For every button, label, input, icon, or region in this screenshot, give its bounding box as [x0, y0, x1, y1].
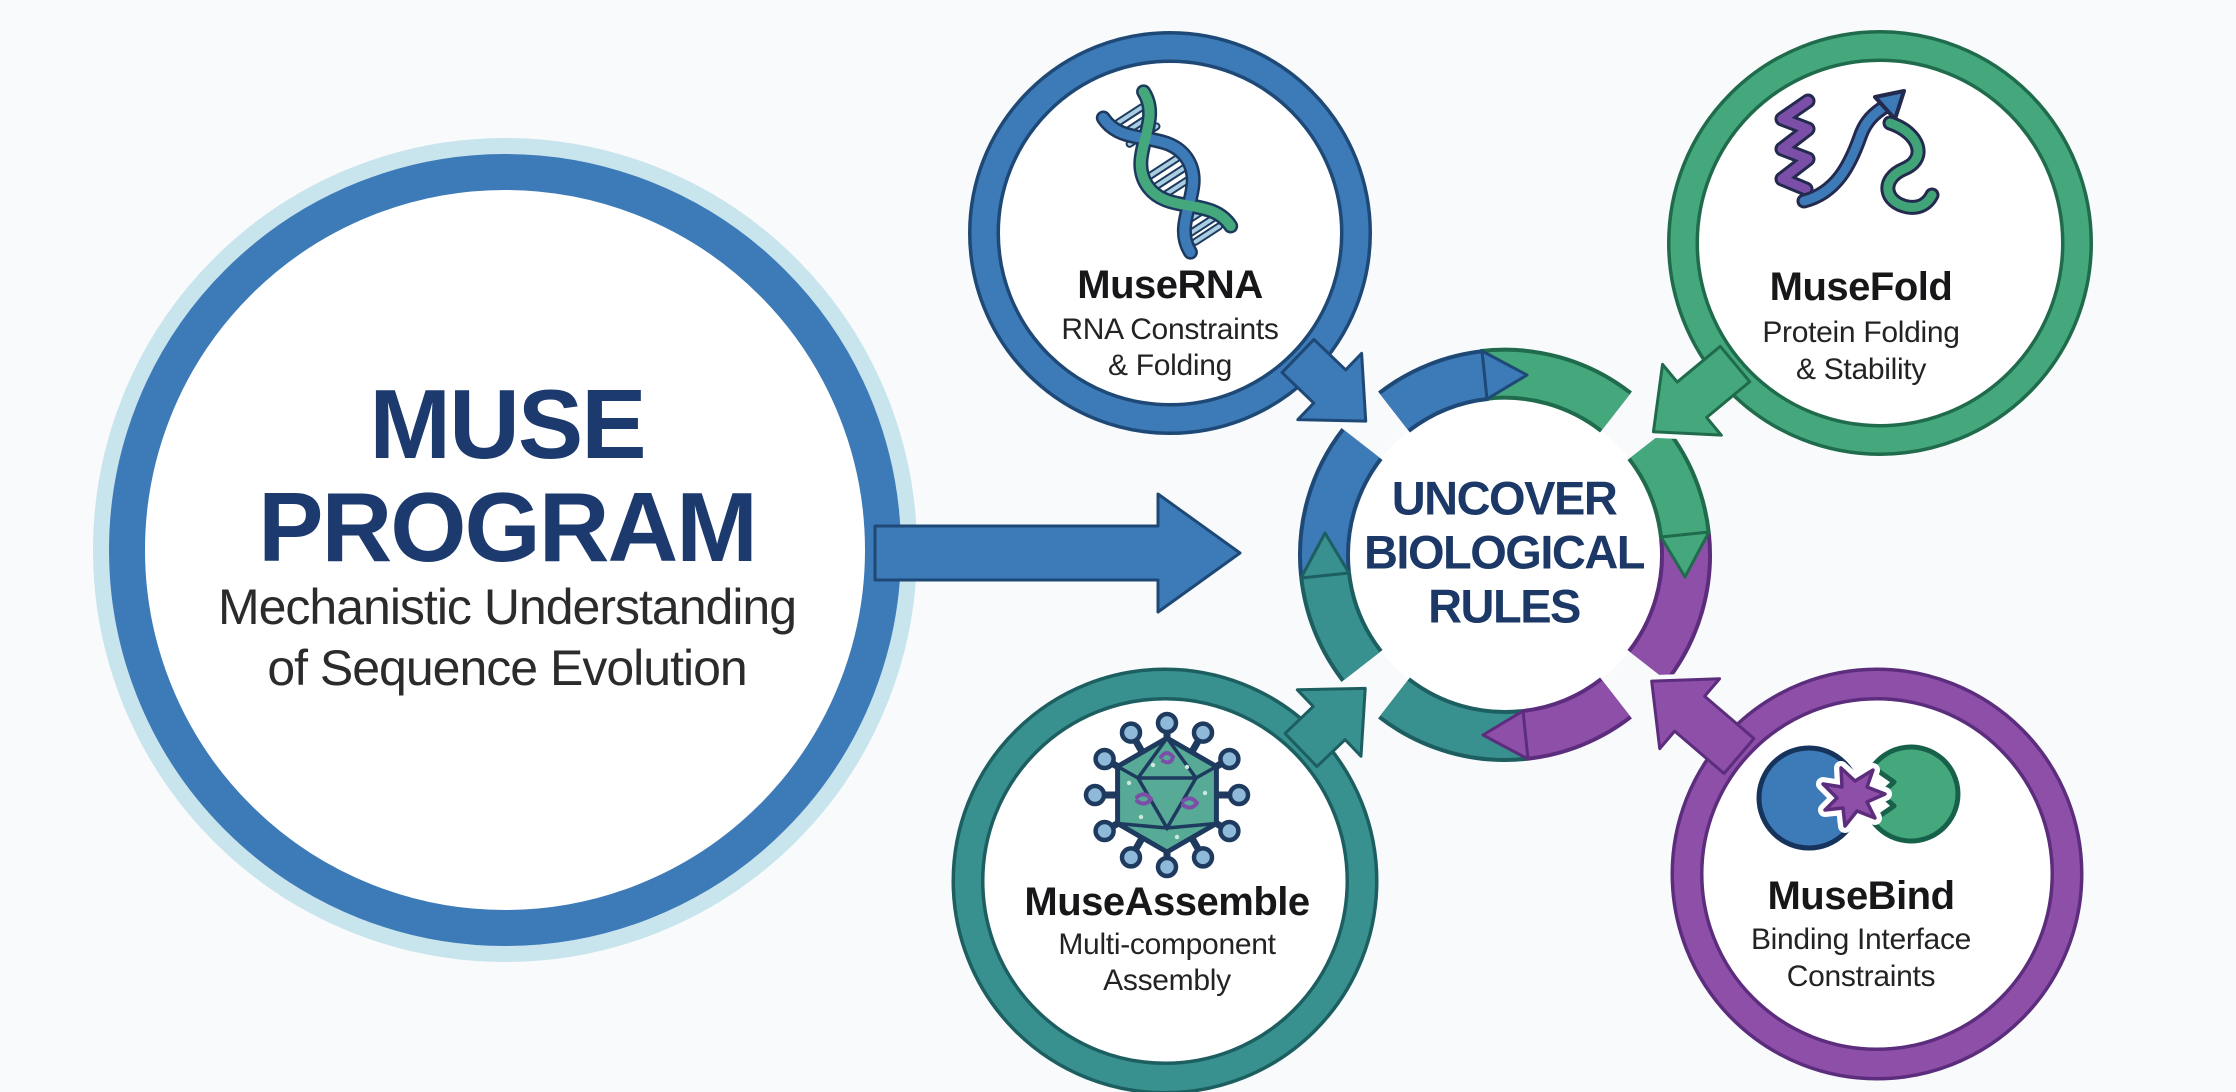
hub-title-line1: MUSE [369, 369, 646, 479]
ligand-shape [1821, 766, 1887, 828]
cycle-chevron-teal-to-blue [1299, 531, 1351, 580]
muse-bind-desc-line2: Constraints [1786, 960, 1936, 993]
cycle-segment-green-right [1630, 430, 1707, 539]
hub-subtitle-line1: Mechanistic Understanding [217, 579, 797, 635]
muse-bind-ring [1674, 671, 2080, 1077]
hub-circle-group [93, 138, 917, 962]
center-goal-line3: RULES [1428, 579, 1581, 633]
muse-assemble-desc-line2: Assembly [1103, 964, 1231, 997]
muse-rna-to-center-arrow [1280, 337, 1372, 428]
muse-rna-desc-line1: RNA Constraints [1061, 313, 1279, 346]
muse-rna-desc-line2: & Folding [1107, 349, 1233, 382]
muse-fold-desc-line1: Protein Folding [1762, 316, 1960, 349]
hub-subtitle-line2: of Sequence Evolution [267, 640, 747, 696]
center-cycle-ring [1298, 347, 1712, 762]
cycle-segment-purple-bottom [1521, 680, 1630, 757]
virus-capsid-icon [1083, 711, 1251, 879]
muse-assemble-to-center-arrow [1283, 682, 1372, 769]
hub-to-center-arrow [873, 492, 1242, 614]
cycle-chevron-blue-to-green [1480, 349, 1529, 401]
muse-rna-circle [968, 31, 1372, 435]
cycle-segment-teal-left [1303, 571, 1380, 680]
muse-bind-to-center-arrow [1645, 672, 1756, 775]
cycle-segment-blue-top [1380, 353, 1489, 430]
muse-rna-ring [971, 34, 1369, 432]
muse-assemble-desc-line1: Multi-component [1058, 928, 1276, 961]
binding-interface-icon [1756, 744, 1961, 851]
muse-rna-title: MuseRNA [1077, 263, 1263, 307]
muse-fold-ring [1670, 33, 2090, 453]
muse-bind-desc-line1: Binding Interface [1750, 923, 1972, 956]
muse-assemble-title: MuseAssemble [1024, 880, 1310, 924]
muse-fold-desc-line2: & Stability [1795, 353, 1927, 386]
muse-fold-title: MuseFold [1769, 265, 1953, 309]
cycle-chevron-green-to-purple [1659, 530, 1711, 579]
muse-assemble-ring [955, 671, 1375, 1091]
hub-title-line2: PROGRAM [258, 472, 758, 582]
center-goal-line2: BIOLOGICAL [1363, 525, 1646, 579]
dna-helix-icon [1095, 84, 1239, 260]
center-circle [1348, 398, 1662, 712]
muse-assemble-circle [951, 667, 1379, 1092]
muse-bind-title: MuseBind [1767, 874, 1955, 918]
center-goal-line1: UNCOVER [1391, 471, 1618, 525]
protein-ribbon-icon [1774, 89, 1940, 215]
muse-fold-to-center-arrow [1647, 344, 1752, 442]
cycle-chevron-purple-to-teal [1481, 709, 1530, 761]
